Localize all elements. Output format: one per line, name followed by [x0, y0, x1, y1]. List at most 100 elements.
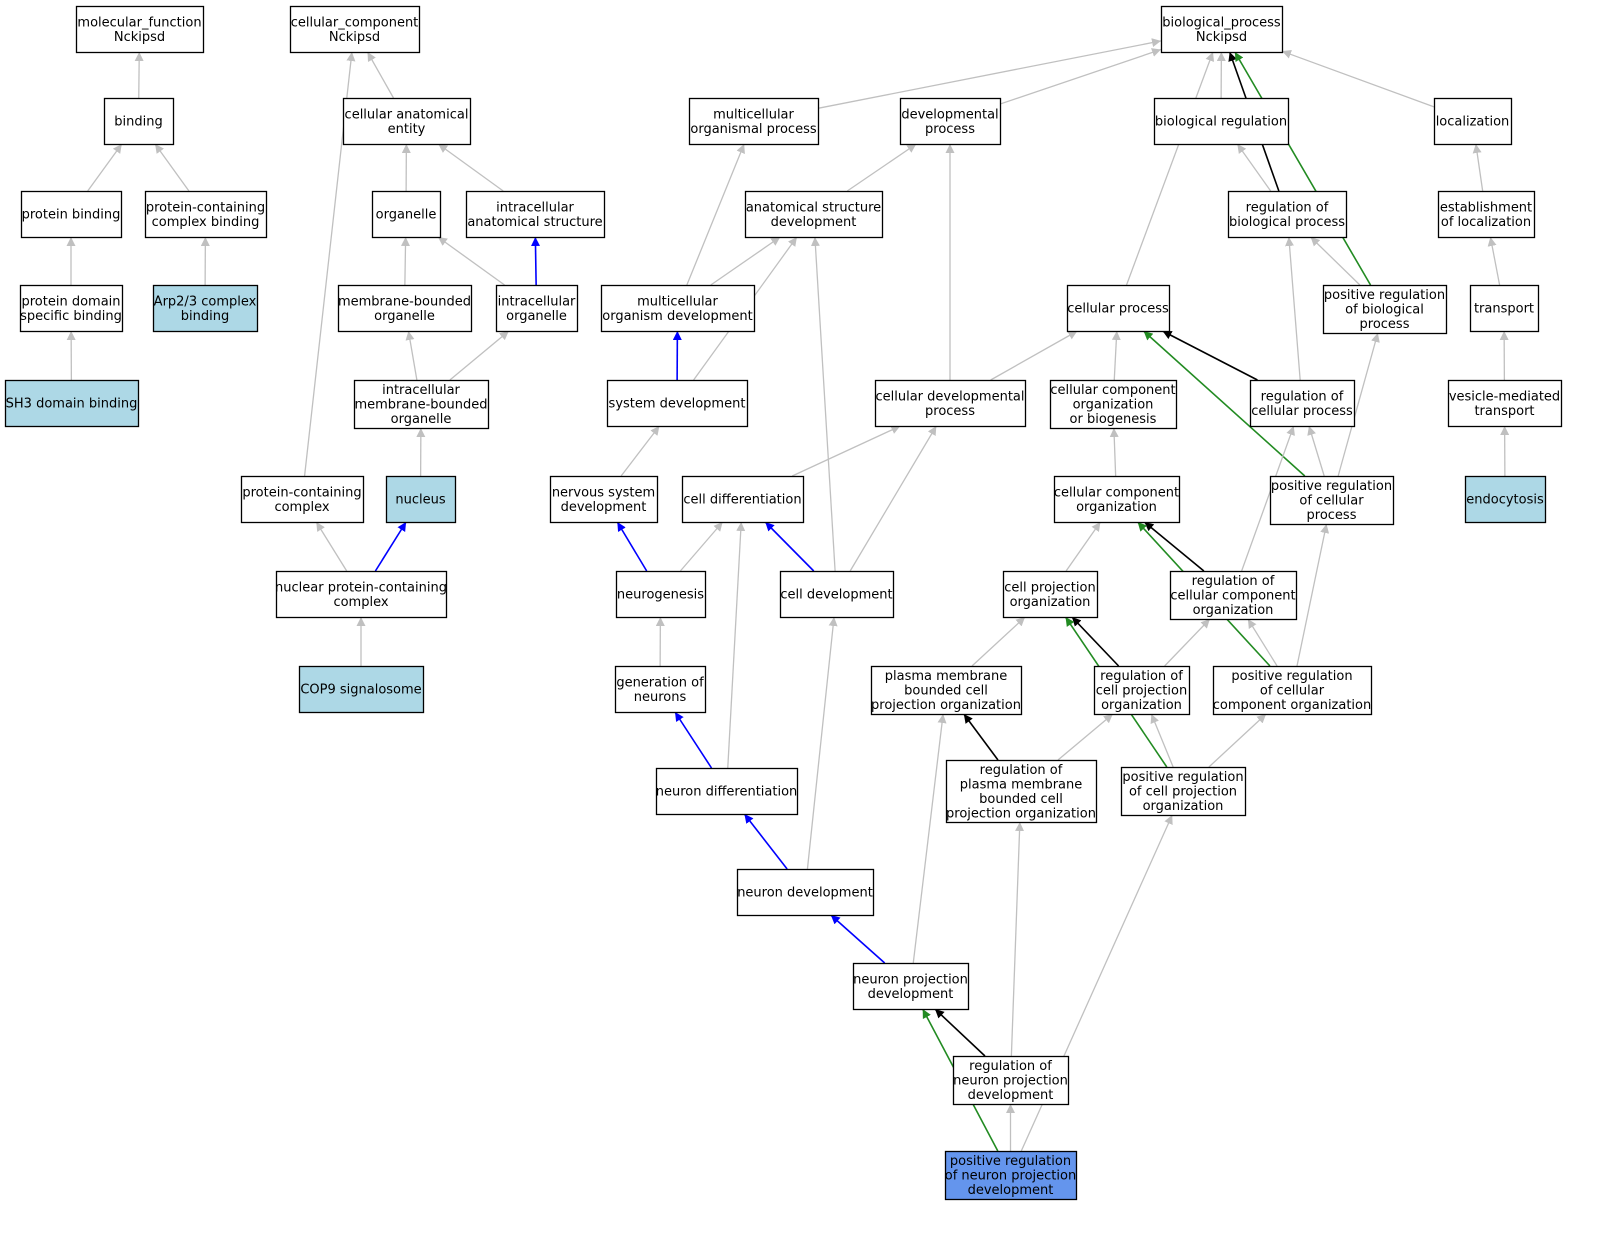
node-cop9[interactable]: COP9 signalosome	[298, 665, 425, 714]
edge-rcpo-is_a-rcco	[1164, 618, 1211, 667]
node-label-line: intracellular	[382, 383, 460, 398]
node-label-line: process	[1360, 317, 1410, 332]
node-label-line: organization	[1101, 698, 1182, 713]
node-sysdev[interactable]: system development	[606, 379, 749, 428]
edge-rcco-is_a-rcp	[1241, 425, 1295, 572]
node-label-line: biological_process	[1162, 15, 1281, 30]
node-label-line: intracellular	[498, 294, 576, 309]
node-transport[interactable]: transport	[1469, 284, 1540, 333]
node-box	[1227, 190, 1348, 239]
node-binding[interactable]: binding	[103, 97, 175, 146]
node-organelle[interactable]: organelle	[371, 190, 442, 239]
node-label-line: multicellular	[713, 107, 794, 122]
node-box	[1437, 190, 1536, 239]
edge-io-is_a-organelle	[437, 236, 505, 286]
edge-celldev-is_a-cdp	[849, 425, 937, 572]
node-label: transport	[1474, 302, 1534, 317]
node-protbind[interactable]: protein binding	[20, 190, 123, 239]
node-cellproc[interactable]: cellular process	[1066, 284, 1171, 333]
node-bioreg[interactable]: biological regulation	[1153, 97, 1290, 146]
node-label-line: nervous system	[552, 485, 655, 500]
node-neurdiff[interactable]: neuron differentiation	[656, 767, 799, 816]
edge-prcp-is_a-prbp	[1337, 332, 1380, 477]
node-label-line: organization	[1076, 500, 1157, 515]
node-neurdev[interactable]: neuron development	[736, 868, 875, 917]
node-celldev[interactable]: cell development	[779, 570, 895, 619]
edge-celldev-part_of-celldiff	[764, 521, 815, 572]
node-label-line: COP9 signalosome	[300, 683, 421, 698]
node-label-line: cell projection	[1096, 684, 1187, 699]
node-label: neurogenesis	[617, 588, 704, 603]
node-neurogen[interactable]: neurogenesis	[615, 570, 707, 619]
node-box	[1169, 570, 1298, 621]
node-label: binding	[114, 115, 162, 130]
node-sh3[interactable]: SH3 domain binding	[4, 379, 140, 428]
node-endo[interactable]: endocytosis	[1464, 475, 1547, 524]
edge-prcpo-is_a-prcco	[1208, 713, 1267, 768]
edge-npcc-is_a-pcc	[315, 521, 348, 572]
node-label-line: process	[1307, 508, 1357, 523]
node-label-line: molecular_function	[77, 15, 201, 30]
node-nucleus[interactable]: nucleus	[385, 475, 457, 524]
node-label-line: regulation of	[980, 763, 1063, 778]
node-box	[852, 962, 970, 1011]
edge-mop-is_a-bp	[817, 38, 1162, 109]
edge-imbo-is_a-mbo	[405, 330, 418, 381]
edge-protbind-is_a-binding	[87, 143, 123, 192]
node-label-line: Nckipsd	[329, 30, 380, 45]
node-celldiff[interactable]: cell differentiation	[681, 475, 805, 524]
node-label-line: Nckipsd	[1196, 30, 1247, 45]
node-label-line: cellular process	[1251, 404, 1353, 419]
node-label-line: nucleus	[395, 493, 445, 508]
node-loc[interactable]: localization	[1433, 97, 1513, 146]
node-box	[465, 190, 606, 239]
